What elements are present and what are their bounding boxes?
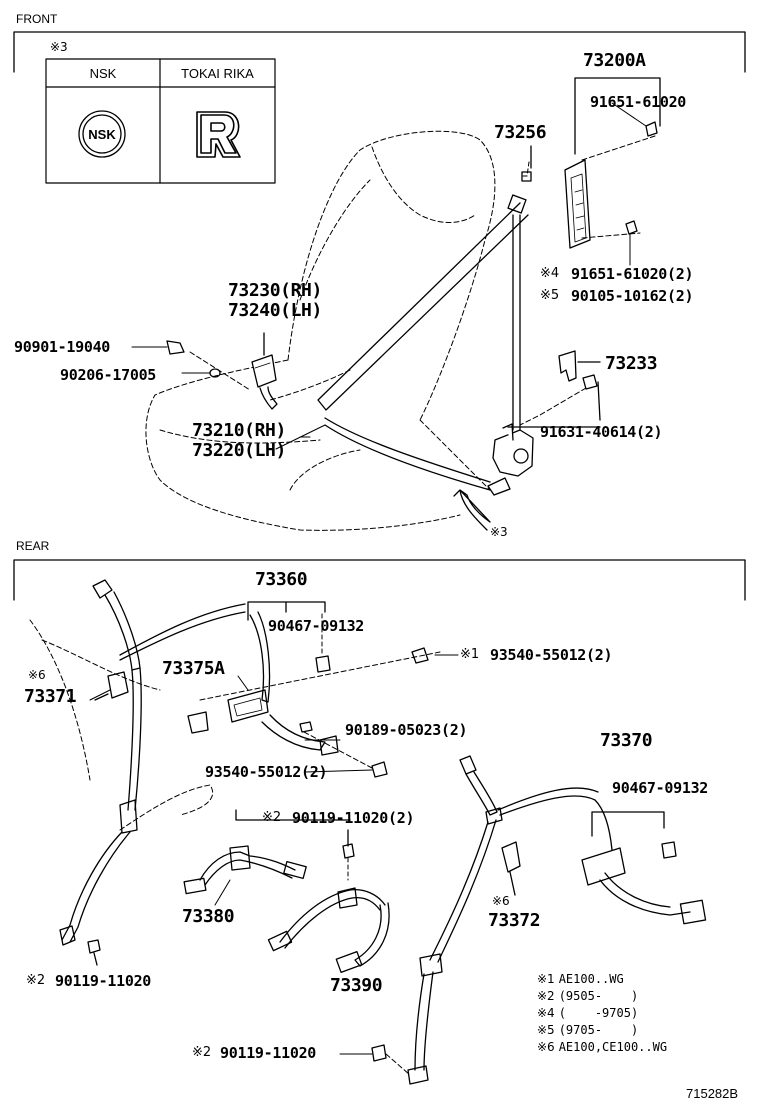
bracket-73200A <box>574 77 661 155</box>
anchor-adjuster <box>564 159 591 249</box>
maker-nsk-header: NSK <box>89 66 117 81</box>
rear-section-frame <box>13 559 746 601</box>
bolt-90901-icon <box>166 340 185 355</box>
part-90119-11020-2-label: 90119-11020(2) <box>292 809 415 827</box>
front-seat-outline <box>145 130 496 531</box>
bolt-90119-left-icon <box>87 939 101 954</box>
legend-row: ※2(9505- ) <box>537 987 667 1004</box>
legend-text: (9505- ) <box>558 989 639 1003</box>
legend-text: AE100,CE100..WG <box>558 1040 668 1054</box>
bolt-91651-icon <box>625 121 658 235</box>
note-mark-6-left: ※6 <box>28 668 46 682</box>
bolt-90467-right-icon <box>661 841 677 859</box>
part-73380-label: 73380 <box>182 906 235 927</box>
part-73233-label: 73233 <box>605 353 658 374</box>
bolt-90119-right-icon <box>371 1044 387 1062</box>
legend-text: ( -9705) <box>558 1006 639 1020</box>
bolt-90467-left-icon <box>315 655 331 673</box>
legend-text: (9705- ) <box>558 1023 639 1037</box>
part-73371-label: 73371 <box>24 686 77 707</box>
clip-73256-icon <box>521 171 532 182</box>
note-mark-2-left: ※2 <box>26 973 46 988</box>
part-90467-09132-a-label: 90467-09132 <box>268 617 365 635</box>
part-91651-61020-label: 91651-61020 <box>590 93 687 111</box>
front-section-label: FRONT <box>16 12 58 26</box>
part-73390-label: 73390 <box>330 975 383 996</box>
part-90901-19040-label: 90901-19040 <box>14 338 111 356</box>
tokai-rika-logo-icon <box>196 111 241 158</box>
part-91651-61020-2-label: 91651-61020(2) <box>571 265 694 283</box>
part-73256-label: 73256 <box>494 122 547 143</box>
part-73210-rh-label: 73210(RH) <box>192 420 286 441</box>
part-90119-11020-a-label: 90119-11020 <box>55 972 152 990</box>
front-retractor <box>487 423 534 496</box>
maker-table <box>45 58 276 184</box>
part-93540-55012-2-b-label: 93540-55012(2) <box>205 763 328 781</box>
belt-73390 <box>267 887 390 973</box>
rear-section-label: REAR <box>16 539 50 553</box>
part-73360-label: 73360 <box>255 569 308 590</box>
belt-73380 <box>183 809 351 895</box>
part-93540-55012-2-a-label: 93540-55012(2) <box>490 646 613 664</box>
front-section-frame <box>13 31 746 73</box>
cover-73233-icon <box>558 350 577 382</box>
note-mark-1: ※1 <box>460 647 480 662</box>
part-73230-rh-label: 73230(RH) <box>228 280 322 301</box>
part-90119-11020-b-label: 90119-11020 <box>220 1044 317 1062</box>
rear-body-panel <box>29 619 213 831</box>
part-73375A-label: 73375A <box>162 658 225 679</box>
rear-left-belt <box>59 579 246 946</box>
legend-mark: ※6 <box>537 1040 555 1054</box>
part-90105-10162-2-label: 90105-10162(2) <box>571 287 694 305</box>
maker-tokai-rika-header: TOKAI RIKA <box>181 66 254 81</box>
note-mark-4: ※4 <box>540 266 560 281</box>
front-retractor-arrow-icon <box>453 489 491 531</box>
front-buckle <box>251 354 277 388</box>
part-91631-40614-2-label: 91631-40614(2) <box>540 423 663 441</box>
note-mark-2-center: ※2 <box>262 810 282 825</box>
bolt-93540-bottom-icon <box>371 761 388 778</box>
retractor-73371-icon <box>107 671 129 699</box>
note-mark-2-bottom: ※2 <box>192 1045 212 1060</box>
part-90467-09132-b-label: 90467-09132 <box>612 779 709 797</box>
legend-mark: ※1 <box>537 972 555 986</box>
note-mark-5: ※5 <box>540 288 560 303</box>
legend-text: AE100..WG <box>558 972 624 986</box>
bracket-73370 <box>591 811 665 837</box>
part-73200A-label: 73200A <box>583 50 646 71</box>
drawing-number: 715282B <box>686 1086 739 1101</box>
rear-center-belt <box>227 611 339 756</box>
legend-row: ※5(9705- ) <box>537 1021 667 1038</box>
part-73370-label: 73370 <box>600 730 653 751</box>
retractor-73372-icon <box>501 841 521 873</box>
leader-lines <box>89 102 647 1055</box>
bolt-91631-icon <box>582 374 598 390</box>
legend-row: ※4( -9705) <box>537 1004 667 1021</box>
rear-right-belt <box>407 755 707 1085</box>
part-73240-lh-label: 73240(LH) <box>228 300 322 321</box>
buckle-73375A-icon <box>187 711 209 734</box>
front-belt-webbing <box>317 194 529 491</box>
part-73372-label: 73372 <box>488 910 541 931</box>
nsk-logo-icon: NSK <box>78 110 126 158</box>
part-90206-17005-label: 90206-17005 <box>60 366 157 384</box>
part-90189-05023-2-label: 90189-05023(2) <box>345 721 468 739</box>
note-mark-6-right: ※6 <box>492 894 510 908</box>
legend-mark: ※5 <box>537 1023 555 1037</box>
svg-text:NSK: NSK <box>88 127 116 142</box>
legend-mark: ※2 <box>537 989 555 1003</box>
bolt-93540-top-icon <box>411 647 429 664</box>
bolt-90119-center-icon <box>342 843 355 859</box>
legend-mark: ※4 <box>537 1006 555 1020</box>
part-73220-lh-label: 73220(LH) <box>192 440 286 461</box>
note-mark-3: ※3 <box>50 40 68 54</box>
note-mark-3-arrow: ※3 <box>490 525 508 539</box>
